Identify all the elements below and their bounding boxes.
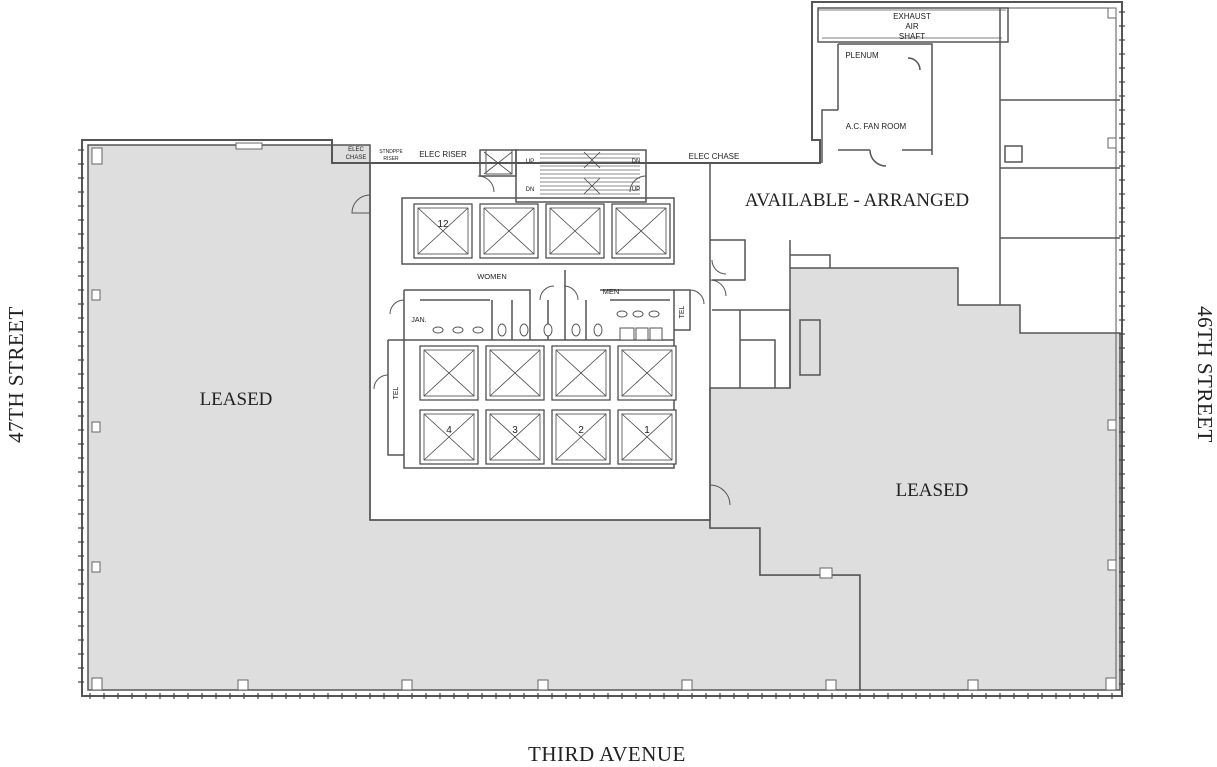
jan-label: JAN. xyxy=(411,317,426,324)
middle-row-elevator-1 xyxy=(419,345,479,401)
fan-room-label: A.C. FAN ROOM xyxy=(846,122,907,131)
stair-treads xyxy=(483,151,640,195)
bottom-row-elevator-4: 1 xyxy=(617,409,677,465)
column-markers xyxy=(91,7,1117,691)
bottom-row-elevator-number: 3 xyxy=(512,425,518,436)
stair-up-label-1: UP xyxy=(526,159,534,165)
restroom-fixtures xyxy=(432,149,663,341)
street-label-left: 47TH STREET xyxy=(3,306,28,443)
top-row-elevator-1: 12 xyxy=(413,203,473,259)
stair-dn-label-2: DN xyxy=(526,187,535,193)
bottom-row-elevator-number: 4 xyxy=(446,425,452,436)
top-row-elevator-number: 12 xyxy=(437,219,449,230)
elec-chase-right-label: ELEC CHASE xyxy=(689,152,740,161)
top-row-elevator-4 xyxy=(611,203,671,259)
middle-row-elevator-4 xyxy=(617,345,677,401)
elevator-row-bottom: 4 3 2 1 xyxy=(419,409,677,465)
leased-label-west: LEASED xyxy=(200,389,273,410)
top-row-elevator-2 xyxy=(479,203,539,259)
available-area-walls xyxy=(709,8,1120,388)
women-label: WOMEN xyxy=(477,272,507,281)
exhaust-label-1: EXHAUST xyxy=(893,12,931,21)
stair-up-label-2: UP xyxy=(632,187,640,193)
elevator-row-middle xyxy=(419,345,677,401)
available-label: AVAILABLE - ARRANGED xyxy=(745,190,969,211)
elec-chase-left-label-1: ELEC xyxy=(348,147,364,153)
bottom-row-elevator-1: 4 xyxy=(419,409,479,465)
street-label-right: 46TH STREET xyxy=(1192,306,1217,443)
bottom-row-elevator-3: 2 xyxy=(551,409,611,465)
exhaust-label-3: SHAFT xyxy=(899,32,925,41)
elec-chase-left-label-2: CHASE xyxy=(346,155,367,161)
standpipe-label-1: STNDPPE xyxy=(379,149,403,155)
tel-left-label: TEL xyxy=(393,386,400,399)
middle-row-elevator-2 xyxy=(485,345,545,401)
core xyxy=(369,149,711,521)
mechanical-rooms xyxy=(817,7,1009,167)
tel-right-label: TEL xyxy=(679,305,686,318)
elevator-row-top: 12 xyxy=(413,203,671,259)
door-swings xyxy=(351,175,731,506)
middle-row-elevator-3 xyxy=(551,345,611,401)
exhaust-label-2: AIR xyxy=(905,22,919,31)
bottom-row-elevator-number: 2 xyxy=(578,425,584,436)
standpipe-label-2: RISER xyxy=(383,156,399,162)
plenum-label: PLENUM xyxy=(845,51,879,60)
stair-dn-label-1: DN xyxy=(632,159,641,165)
elec-riser-label: ELEC RISER xyxy=(419,150,467,159)
top-row-elevator-3 xyxy=(545,203,605,259)
perimeter-ticks xyxy=(78,11,1125,699)
street-label-bottom: THIRD AVENUE xyxy=(528,742,686,766)
bottom-row-elevator-number: 1 xyxy=(644,425,650,436)
bottom-row-elevator-2: 3 xyxy=(485,409,545,465)
men-label: MEN xyxy=(603,287,620,296)
leased-label-east: LEASED xyxy=(896,480,969,501)
